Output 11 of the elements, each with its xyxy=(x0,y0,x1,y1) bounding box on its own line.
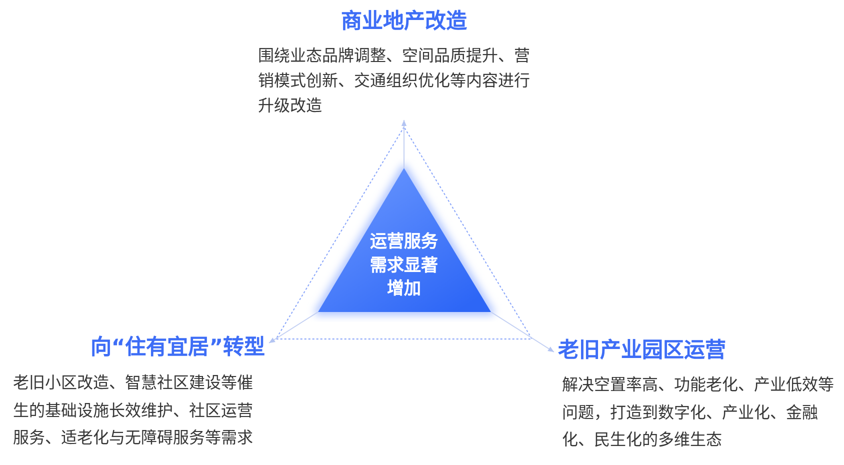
section-heading: 商业地产改造 xyxy=(341,8,467,34)
section-description: 围绕业态品牌调整、空间品质提升、营销模式创新、交通组织优化等内容进行升级改造 xyxy=(258,45,531,117)
section-heading: 向“住有宜居”转型 xyxy=(90,334,265,360)
arrow xyxy=(268,312,318,344)
arrow xyxy=(401,120,407,168)
triangle-label: 运营服务需求显著增加 xyxy=(369,231,439,301)
section-description: 老旧小区改造、智慧社区建设等催生的基础设施长效维护、社区运营服务、适老化与无障碍服务等需求 xyxy=(13,372,254,449)
section-heading: 老旧产业园区运营 xyxy=(558,337,726,363)
arrow xyxy=(490,312,554,352)
outer-triangle xyxy=(274,125,534,341)
section-description: 解决空置率高、功能老化、产业低效等问题，打造到数字化、产业化、金融化、民生化的多维生态 xyxy=(562,374,835,451)
